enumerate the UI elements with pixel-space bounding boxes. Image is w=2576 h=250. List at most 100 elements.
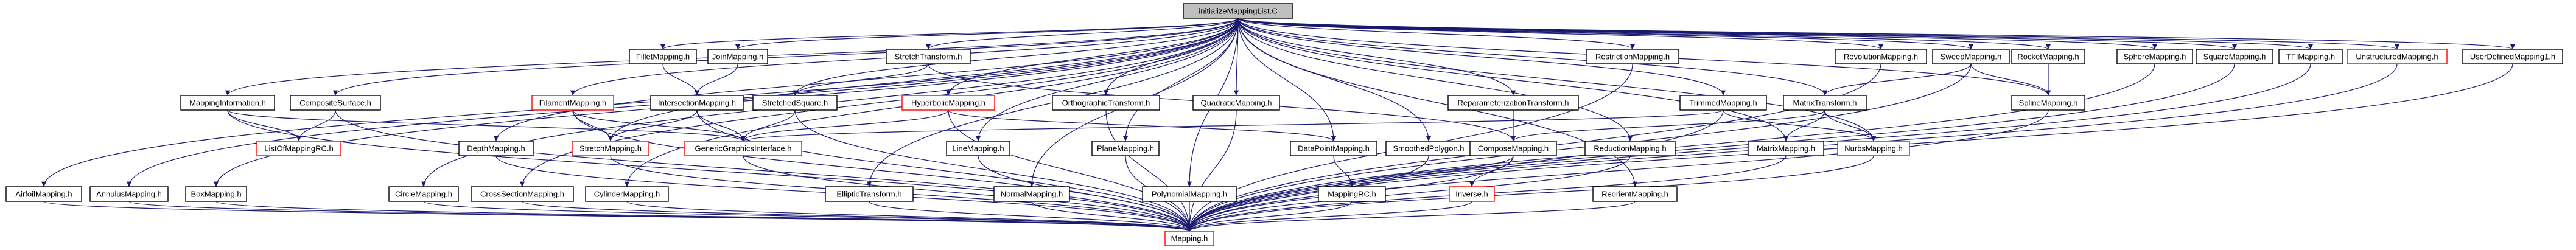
node-box xyxy=(89,186,169,202)
edge-smoothedpolygon-to-mapping xyxy=(1186,155,1429,232)
node-label: FilamentMapping.h xyxy=(539,99,607,108)
node-mappingrc[interactable]: MappingRC.h xyxy=(1318,186,1386,202)
edge-stretchtransform-to-stretchedsquare xyxy=(792,63,929,96)
node-box xyxy=(1932,49,2010,64)
node-revolutionmapping[interactable]: RevolutionMapping.h xyxy=(1835,49,1927,64)
node-polynomialmapping[interactable]: PolynomialMapping.h xyxy=(1142,186,1237,202)
node-quadraticmapping[interactable]: QuadraticMapping.h xyxy=(1192,95,1280,111)
node-inverse[interactable]: Inverse.h xyxy=(1449,186,1495,202)
node-label: Inverse.h xyxy=(1455,190,1488,199)
edge-hyperbolicmapping-to-dataPointmapping xyxy=(948,109,1336,142)
node-box xyxy=(629,49,697,64)
node-circlemapping[interactable]: CircleMapping.h xyxy=(388,186,459,202)
edge-sweepmapping-to-splinemapping xyxy=(1970,63,2051,96)
node-nurbsmapping[interactable]: NurbsMapping.h xyxy=(1837,141,1910,156)
node-reorientmapping[interactable]: ReorientMapping.h xyxy=(1592,186,1678,202)
node-label: IntersectionMapping.h xyxy=(658,99,736,108)
node-sweepmapping[interactable]: SweepMapping.h xyxy=(1932,49,2010,64)
node-annulusmapping[interactable]: AnnulusMapping.h xyxy=(89,186,169,202)
node-squaremapping[interactable]: SquareMapping.h xyxy=(2196,49,2273,64)
edge-root-to-reductionmapping xyxy=(1237,18,1633,142)
node-filamentmapping[interactable]: FilamentMapping.h xyxy=(531,95,614,111)
edge-root-to-depthmapping xyxy=(493,18,1239,142)
node-crosssectionmapping[interactable]: CrossSectionMapping.h xyxy=(471,186,574,202)
edge-intersectionmapping-to-stretchmapping xyxy=(607,109,698,142)
node-trimmedmapping[interactable]: TrimmedMapping.h xyxy=(1679,95,1767,111)
edge-matrixtransform-to-nurbsmapping xyxy=(1824,109,1877,142)
node-label: AirfoilMapping.h xyxy=(15,190,72,199)
node-intersectionmapping[interactable]: IntersectionMapping.h xyxy=(650,95,744,111)
node-box xyxy=(2462,49,2563,64)
edge-sweepmapping-to-matrixtransform xyxy=(1822,63,1972,96)
node-box xyxy=(650,95,744,111)
node-stretchmapping[interactable]: StretchMapping.h xyxy=(572,141,649,156)
node-dataPointmapping[interactable]: DataPointMapping.h xyxy=(1290,141,1377,156)
node-planemapping[interactable]: PlaneMapping.h xyxy=(1091,141,1160,156)
node-label: StretchedSquare.h xyxy=(762,99,828,108)
node-label: SphereMapping.h xyxy=(2124,52,2186,61)
node-normalmapping[interactable]: NormalMapping.h xyxy=(993,186,1070,202)
node-box xyxy=(1192,95,1280,111)
node-compositesurface[interactable]: CompositeSurface.h xyxy=(290,95,381,111)
node-label: MappingInformation.h xyxy=(189,99,266,108)
edge-mappinginformation-to-genericgraphicsinterface xyxy=(227,109,746,142)
node-hyperbolicmapping[interactable]: HyperbolicMapping.h xyxy=(901,95,995,111)
edge-root-to-reparameterizationtransform xyxy=(1237,18,1516,96)
node-splinemapping[interactable]: SplineMapping.h xyxy=(2011,95,2085,111)
node-rocketmapping[interactable]: RocketMapping.h xyxy=(2011,49,2085,64)
node-listofmappingrc[interactable]: ListOfMappingRC.h xyxy=(256,141,341,156)
node-unstructuredmapping[interactable]: UnstructuredMapping.h xyxy=(2347,49,2448,64)
edge-jointmapping-to-intersectionmapping xyxy=(694,63,738,96)
node-label: initializeMappingList.C xyxy=(1199,7,1277,16)
node-restrictionmapping[interactable]: RestrictionMapping.h xyxy=(1586,49,1679,64)
node-box xyxy=(1469,141,1557,156)
node-stretchtransform[interactable]: StretchTransform.h xyxy=(886,49,971,64)
node-box xyxy=(5,186,82,202)
node-boxmapping[interactable]: BoxMapping.h xyxy=(185,186,247,202)
edge-root-to-rocketmapping xyxy=(1237,18,2051,50)
node-cylindermapping[interactable]: CylinderMapping.h xyxy=(585,186,669,202)
node-matrixmapping[interactable]: MatrixMapping.h xyxy=(1748,141,1824,156)
node-filletmapping[interactable]: FilletMapping.h xyxy=(629,49,697,64)
node-linemapping[interactable]: LineMapping.h xyxy=(946,141,1010,156)
node-label: SquareMapping.h xyxy=(2203,52,2266,61)
edge-root-to-stretchedsquare xyxy=(792,18,1239,96)
node-mapping[interactable]: Mapping.h xyxy=(1164,231,1214,246)
node-label: ReorientMapping.h xyxy=(1601,190,1668,199)
node-box xyxy=(2011,95,2085,111)
node-label: ComposeMapping.h xyxy=(1478,144,1549,153)
node-orthographictransform[interactable]: OrthographicTransform.h xyxy=(1052,95,1160,111)
node-box xyxy=(471,186,574,202)
edge-circlemapping-to-mapping xyxy=(423,201,1192,232)
node-root[interactable]: initializeMappingList.C xyxy=(1183,3,1293,19)
node-userdefinedmapping[interactable]: UserDefinedMapping1.h xyxy=(2462,49,2563,64)
node-genericgraphicsinterface[interactable]: GenericGraphicsInterface.h xyxy=(684,141,802,156)
node-stretchedsquare[interactable]: StretchedSquare.h xyxy=(752,95,838,111)
node-box xyxy=(684,141,802,156)
node-smoothedpolygon[interactable]: SmoothedPolygon.h xyxy=(1385,141,1472,156)
node-box xyxy=(531,95,614,111)
node-matrixtransform[interactable]: MatrixTransform.h xyxy=(1783,95,1867,111)
edge-splinemapping-to-mapping xyxy=(1186,109,2049,232)
node-ellipticrtransform[interactable]: EllipticTransform.h xyxy=(825,186,914,202)
node-airfoilmapping[interactable]: AirfoilMapping.h xyxy=(5,186,82,202)
node-box xyxy=(1586,49,1679,64)
node-tfimapping[interactable]: TFIMapping.h xyxy=(2278,49,2343,64)
edge-trimmedmapping-to-genericgraphicsinterface xyxy=(741,109,1724,142)
node-label: RestrictionMapping.h xyxy=(1595,52,1670,61)
node-depthmapping[interactable]: DepthMapping.h xyxy=(458,141,534,156)
node-label: HyperbolicMapping.h xyxy=(911,99,985,108)
edge-trimmedmapping-to-nurbsmapping xyxy=(1723,109,1877,142)
node-mappinginformation[interactable]: MappingInformation.h xyxy=(180,95,275,111)
node-composemapping[interactable]: ComposeMapping.h xyxy=(1469,141,1557,156)
edge-root-to-tfimapping xyxy=(1237,18,2313,50)
node-box xyxy=(2347,49,2448,64)
node-label: SmoothedPolygon.h xyxy=(1393,144,1464,153)
node-box xyxy=(752,95,838,111)
node-spheremapping[interactable]: SphereMapping.h xyxy=(2116,49,2193,64)
node-jointmapping[interactable]: JoinMapping.h xyxy=(707,49,768,64)
node-reparameterizationtransform[interactable]: ReparameterizationTransform.h xyxy=(1447,95,1579,111)
node-reductionmapping[interactable]: ReductionMapping.h xyxy=(1584,141,1676,156)
node-box xyxy=(585,186,669,202)
node-label: EllipticTransform.h xyxy=(836,190,901,199)
